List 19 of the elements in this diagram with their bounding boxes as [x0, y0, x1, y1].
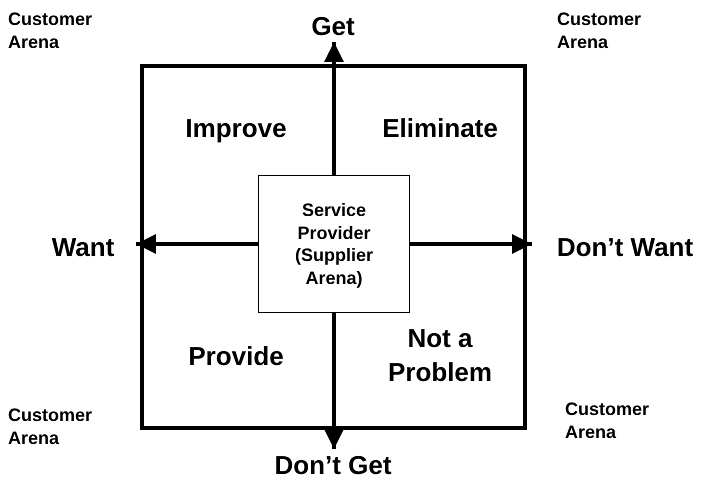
quadrant-label: Improve	[184, 112, 288, 145]
axis-label: Get	[311, 10, 355, 42]
axis-label: Don’t Want	[556, 232, 694, 262]
provider-box	[258, 175, 410, 313]
center-label: Service Provider (Supplier Arena)	[294, 199, 374, 289]
region-label: Customer Arena	[565, 398, 650, 444]
quadrant-label: Not a Problem	[386, 322, 494, 389]
arrow	[136, 234, 258, 254]
axis-label: Want	[52, 232, 114, 262]
region-label: Customer Arena	[8, 404, 94, 450]
quadrant-label: Provide	[187, 340, 285, 373]
arrow	[324, 42, 344, 175]
quadrant-square	[140, 64, 527, 430]
region-label: Customer Arena	[8, 8, 94, 54]
quadrant-label: Eliminate	[381, 112, 499, 145]
arrow	[324, 313, 344, 449]
arrow	[410, 234, 532, 254]
region-label: Customer Arena	[557, 8, 642, 54]
axis-label: Don’t Get	[274, 450, 392, 480]
